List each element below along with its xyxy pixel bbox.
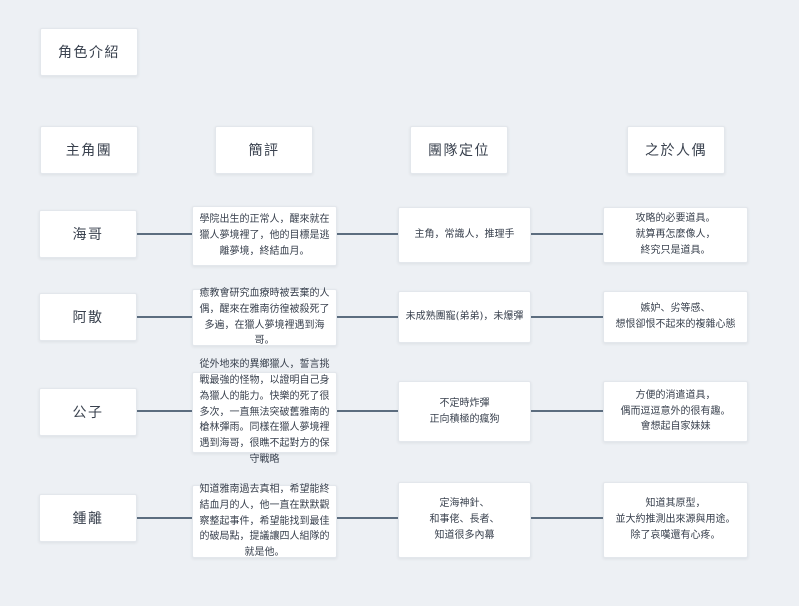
connector-line [137, 517, 192, 519]
character-name-box: 鍾離 [39, 494, 137, 542]
character-review-box: 癒教會研究血療時被丟棄的人偶，醒來在雅南彷徨被殺死了多遍，在獵人夢境裡遇到海哥。 [192, 288, 337, 346]
character-team-role-box: 定海神針、 和事佬、長者、 知道很多內幕 [398, 482, 531, 558]
character-name-box: 公子 [39, 388, 137, 436]
connector-line [337, 410, 398, 412]
character-puppet-note-box: 攻略的必要道具。 就算再怎麼像人， 終究只是道具。 [603, 207, 748, 263]
character-review-box: 從外地來的異鄉獵人，誓言挑戰最強的怪物，以證明自己身為獵人的能力。快樂的死了很多… [192, 359, 337, 465]
header-box-main-group: 主角團 [40, 126, 138, 174]
character-team-role-box: 未成熟團寵(弟弟)，未爆彈 [398, 291, 531, 343]
character-name-box: 阿散 [39, 293, 137, 341]
character-puppet-note-box: 方便的消遣道具， 偶而逗逗意外的很有趣。 會想起自家妹妹 [603, 381, 748, 442]
connector-line [137, 316, 192, 318]
header-box-about-puppet: 之於人偶 [627, 126, 725, 174]
character-team-role-box: 不定時炸彈 正向積極的瘋狗 [398, 381, 531, 442]
connector-line [531, 410, 603, 412]
connector-line [337, 316, 398, 318]
diagram-title-box: 角色介紹 [40, 28, 138, 76]
character-puppet-note-box: 知道其原型， 並大約推測出來源與用途。 除了哀嘆還有心疼。 [603, 482, 748, 558]
header-box-review: 簡評 [215, 126, 313, 174]
header-box-team-role: 團隊定位 [410, 126, 508, 174]
character-review-box: 知道雅南過去真相，希望能終結血月的人，他一直在默默觀察整起事件，希望能找到最佳的… [192, 484, 337, 558]
character-review-box: 學院出生的正常人，醒來就在獵人夢境裡了，他的目標是逃離夢境，終結血月。 [192, 206, 337, 266]
connector-line [531, 517, 603, 519]
connector-line [137, 410, 192, 412]
connector-line [531, 316, 603, 318]
character-name-box: 海哥 [39, 210, 137, 258]
connector-line [337, 517, 398, 519]
connector-line [531, 233, 603, 235]
connector-line [337, 233, 398, 235]
character-puppet-note-box: 嫉妒、劣等感、 想恨卻恨不起來的複雜心態 [603, 291, 748, 343]
connector-line [137, 233, 192, 235]
character-team-role-box: 主角，常識人，推理手 [398, 207, 531, 263]
